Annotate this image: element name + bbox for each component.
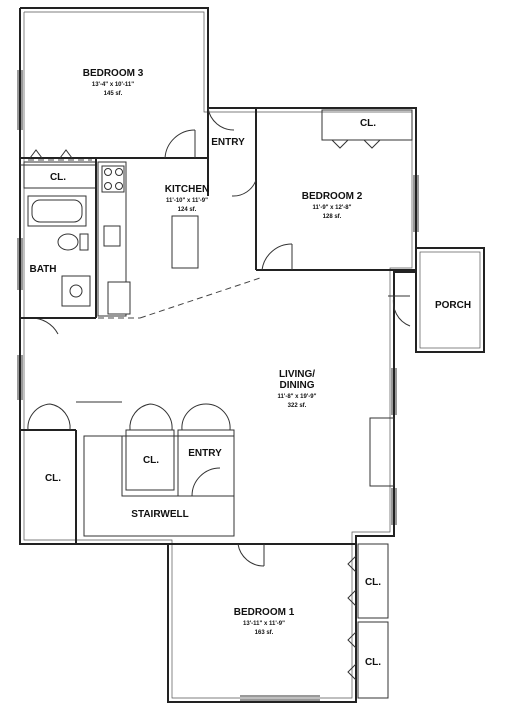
living-size: 11'-8" x 19'-9"	[278, 394, 317, 400]
closet-bedroom2	[321, 109, 413, 141]
bedroom3-door-swing	[164, 129, 196, 159]
closet-bedroom1-b	[357, 621, 389, 699]
living-bumpout	[369, 417, 395, 487]
porch-inner	[419, 251, 481, 349]
bedroom2-name: BEDROOM 2	[302, 191, 363, 202]
entry-bottom-door-swing	[181, 403, 231, 431]
bedroom2-area: 128 sf.	[323, 214, 342, 220]
entry-top-door-swing	[207, 107, 235, 131]
living-area: 322 sf.	[288, 403, 307, 409]
bedroom3-size: 13'-4" x 10'-11"	[92, 82, 134, 88]
bedroom1-area: 163 sf.	[255, 630, 274, 636]
bedroom3-closet-swing	[29, 149, 73, 159]
bathtub-inner	[31, 199, 83, 223]
closet-bedroom2-label: CL.	[360, 118, 376, 129]
bedroom3-name: BEDROOM 3	[83, 68, 144, 79]
entry-top-door-swing2	[231, 179, 257, 197]
windows	[17, 70, 419, 701]
kitchen-size: 11'-10" x 11'-9"	[166, 198, 208, 204]
bedroom2-door-swing	[261, 243, 293, 271]
entry-top-label: ENTRY	[211, 137, 245, 148]
kitchen-name: KITCHEN	[165, 184, 209, 195]
entry-bottom-label: ENTRY	[188, 448, 222, 459]
kitchen-sink	[103, 225, 121, 247]
bedroom1-name: BEDROOM 1	[234, 607, 295, 618]
closet-left-label: CL.	[45, 473, 61, 484]
closet-bedroom1-a	[357, 543, 389, 619]
closet-stair	[125, 429, 175, 491]
bedroom1-closet-swings	[347, 555, 357, 681]
bedroom2-size: 11'-9" x 12'-8"	[313, 205, 352, 211]
porch-door-swing	[392, 295, 411, 327]
bath-sink	[69, 284, 83, 298]
stairwell-label: STAIRWELL	[131, 509, 188, 520]
exterior-wall-inner	[23, 11, 413, 699]
toilet-tank	[79, 233, 89, 251]
bath-label: BATH	[29, 264, 56, 275]
closet-bedroom1-b-label: CL.	[365, 657, 381, 668]
bath-door-swing	[29, 317, 59, 335]
kitchen-area: 124 sf.	[178, 207, 197, 213]
entry-bottom-door-swing2	[191, 467, 221, 497]
living-name-1: LIVING/	[279, 369, 315, 380]
entry-bottom-box	[177, 429, 235, 497]
closet-bath-label: CL.	[50, 172, 66, 183]
bedroom1-size: 13'-11" x 11'-9"	[243, 621, 285, 627]
refrigerator	[107, 281, 131, 315]
living-name-2: DINING	[280, 380, 315, 391]
porch	[415, 247, 485, 353]
bedroom3-area: 145 sf.	[104, 91, 123, 97]
kitchen-living-divider	[139, 277, 261, 319]
closet-stair-label: CL.	[143, 455, 159, 466]
stove	[101, 165, 125, 193]
bedroom1-door-swing	[237, 543, 265, 567]
toilet	[57, 233, 79, 251]
kitchen-island	[171, 215, 199, 269]
closet-left-door-swing	[27, 403, 71, 431]
porch-label: PORCH	[435, 300, 471, 311]
bedroom2-closet-swing	[331, 139, 381, 149]
closet-stair-door-swing	[129, 403, 173, 431]
closet-bedroom1-a-label: CL.	[365, 577, 381, 588]
